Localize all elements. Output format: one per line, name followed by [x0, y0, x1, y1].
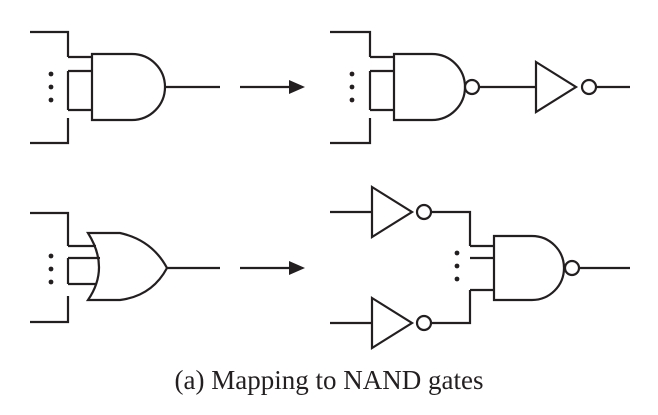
- or-input-dots: [48, 253, 54, 285]
- arrow-right-icon: [240, 261, 305, 275]
- or-gate: [30, 211, 220, 324]
- inverter: [534, 60, 630, 114]
- logic-diagram: [30, 30, 630, 350]
- nand-gate: [330, 30, 536, 145]
- inverter: [330, 185, 472, 246]
- and-gate: [30, 30, 220, 145]
- and-input-dots: [48, 71, 54, 103]
- nand-input-dots: [349, 71, 355, 103]
- inverter: [330, 290, 472, 350]
- arrow-right-icon: [240, 80, 305, 94]
- nand-gate: [470, 234, 630, 302]
- nand-input-dots: [454, 250, 460, 282]
- figure-caption: (a) Mapping to NAND gates: [174, 365, 484, 395]
